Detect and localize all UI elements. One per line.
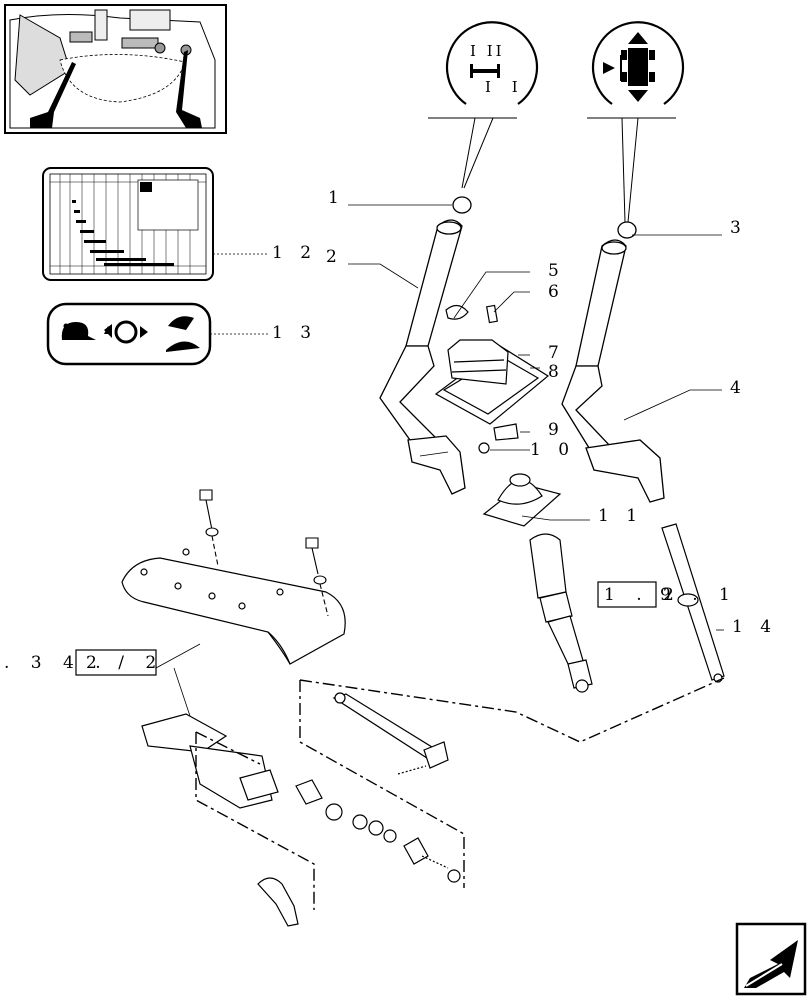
leader-lines	[155, 204, 724, 717]
callout-5: 5	[548, 261, 565, 281]
lever-base	[482, 473, 562, 527]
callout-12: 1 2	[272, 243, 317, 263]
bracket-assembly	[141, 692, 461, 927]
bolt-upper	[199, 489, 219, 567]
selector-shaft	[529, 533, 593, 693]
speed-chart-decal-icon	[42, 167, 214, 281]
callout-13: 1 3	[272, 323, 317, 343]
callout-2: 2	[326, 247, 343, 267]
next-page-arrow-icon[interactable]	[735, 922, 807, 996]
knob-3	[617, 221, 637, 239]
callout-11: 1 1	[598, 506, 643, 526]
drive-selector-symbol-icon	[591, 21, 685, 105]
callout-1: 1	[328, 188, 345, 208]
tractor-cab-overview-icon	[4, 4, 227, 134]
callout-9: 9	[548, 420, 565, 440]
callout-7: 7	[548, 343, 565, 363]
slow-fast-decal-icon	[46, 302, 212, 366]
ref-left-box[interactable]: 2 / 2	[86, 653, 164, 673]
gear-pattern-symbol-icon: I II I I	[445, 21, 539, 105]
callout-6: 6	[548, 282, 565, 302]
linkage-dash-outline	[195, 677, 725, 910]
callout-3: 3	[730, 218, 747, 238]
knob-1	[452, 196, 472, 214]
gaiter-assembly	[434, 304, 550, 454]
ref-right-box[interactable]: 1 . 2	[604, 585, 682, 605]
gear-lever-left	[379, 219, 466, 495]
mounting-plate	[121, 548, 346, 665]
bolt-lower	[305, 537, 329, 617]
gear-lever-right	[561, 239, 665, 503]
gear-symbol-top: I II	[470, 42, 505, 60]
gear-symbol-bottom: I I	[485, 78, 526, 96]
rod-14	[661, 523, 725, 683]
callout-8: 8	[548, 362, 565, 382]
ref-right-suffix: 9 . 1	[660, 585, 738, 605]
callout-4: 4	[730, 378, 747, 398]
callout-14: 1 4	[732, 617, 777, 637]
callout-10: 1 0	[530, 440, 575, 460]
